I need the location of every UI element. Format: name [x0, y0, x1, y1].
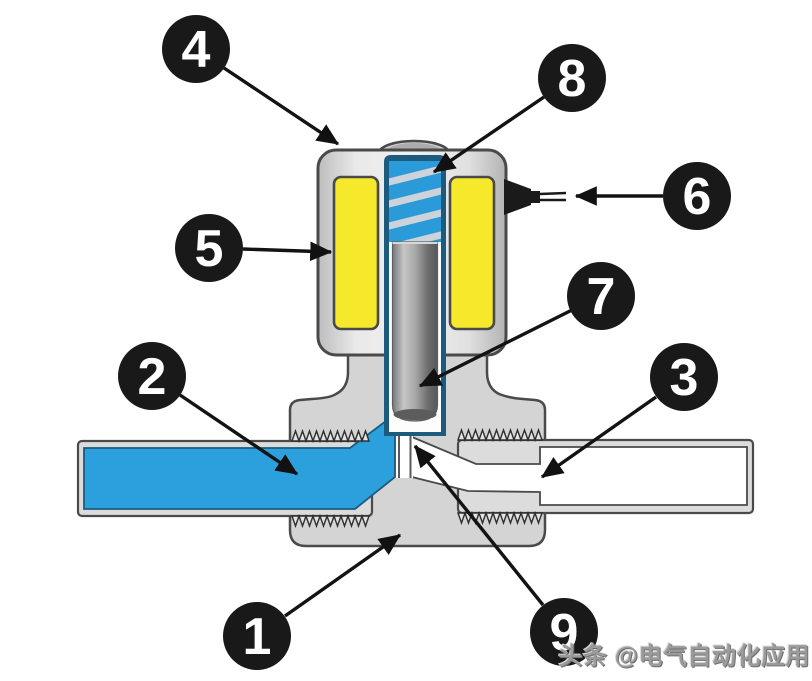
- callout-9-arrow: [413, 444, 545, 607]
- callout-2-number: 2: [138, 348, 167, 406]
- lead-wire-1: [539, 191, 567, 196]
- callout-7-arrow: [418, 308, 573, 388]
- plunger-channel: [384, 155, 446, 436]
- callout-3-arrow: [540, 395, 657, 479]
- callout-5-badge: [175, 214, 243, 282]
- valve-seat: [396, 428, 413, 478]
- callout-7: 7: [418, 262, 635, 388]
- watermark: 头条 @电气自动化应用: [558, 643, 810, 670]
- callout-7-number: 7: [587, 268, 616, 326]
- callout-3: 3: [540, 343, 718, 479]
- callout-9: 9: [413, 444, 598, 666]
- callout-8-number: 8: [558, 50, 587, 108]
- callout-9-badge: [530, 598, 598, 666]
- callout-8-arrow: [432, 95, 545, 174]
- callout-2: 2: [118, 342, 299, 476]
- callout-2-arrow: [179, 393, 299, 476]
- outlet-threads-top: [457, 427, 543, 443]
- callout-1-badge: [223, 602, 291, 670]
- coil-right: [448, 175, 496, 331]
- callout-5-number: 5: [195, 220, 224, 278]
- callout-9-number: 9: [550, 604, 579, 662]
- callout-6: 6: [574, 162, 731, 230]
- plunger-tip: [393, 409, 437, 420]
- callout-3-number: 3: [670, 349, 699, 407]
- callout-5-arrow: [242, 241, 333, 262]
- electrical-connector: [504, 179, 567, 215]
- coil-left: [332, 175, 380, 331]
- callout-8: 8: [432, 44, 606, 174]
- callout-1-arrow: [284, 533, 402, 618]
- callout-4: 4: [162, 15, 340, 146]
- inlet-fluid: [83, 420, 396, 510]
- callout-4-badge: [162, 15, 230, 83]
- callout-6-number: 6: [683, 168, 712, 226]
- plunger: [391, 241, 439, 422]
- inlet-threads-bottom: [291, 513, 370, 529]
- inlet-threads-top: [291, 428, 370, 444]
- callout-3-badge: [650, 343, 718, 411]
- callout-7-badge: [567, 262, 635, 330]
- callout-4-arrow: [223, 66, 340, 146]
- callout-1: 1: [223, 533, 402, 670]
- callout-8-badge: [538, 44, 606, 112]
- callout-2-badge: [118, 342, 186, 410]
- callout-1-number: 1: [243, 608, 272, 666]
- callout-4-number: 4: [182, 21, 211, 79]
- callout-5: 5: [175, 214, 333, 282]
- callout-6-badge: [663, 162, 731, 230]
